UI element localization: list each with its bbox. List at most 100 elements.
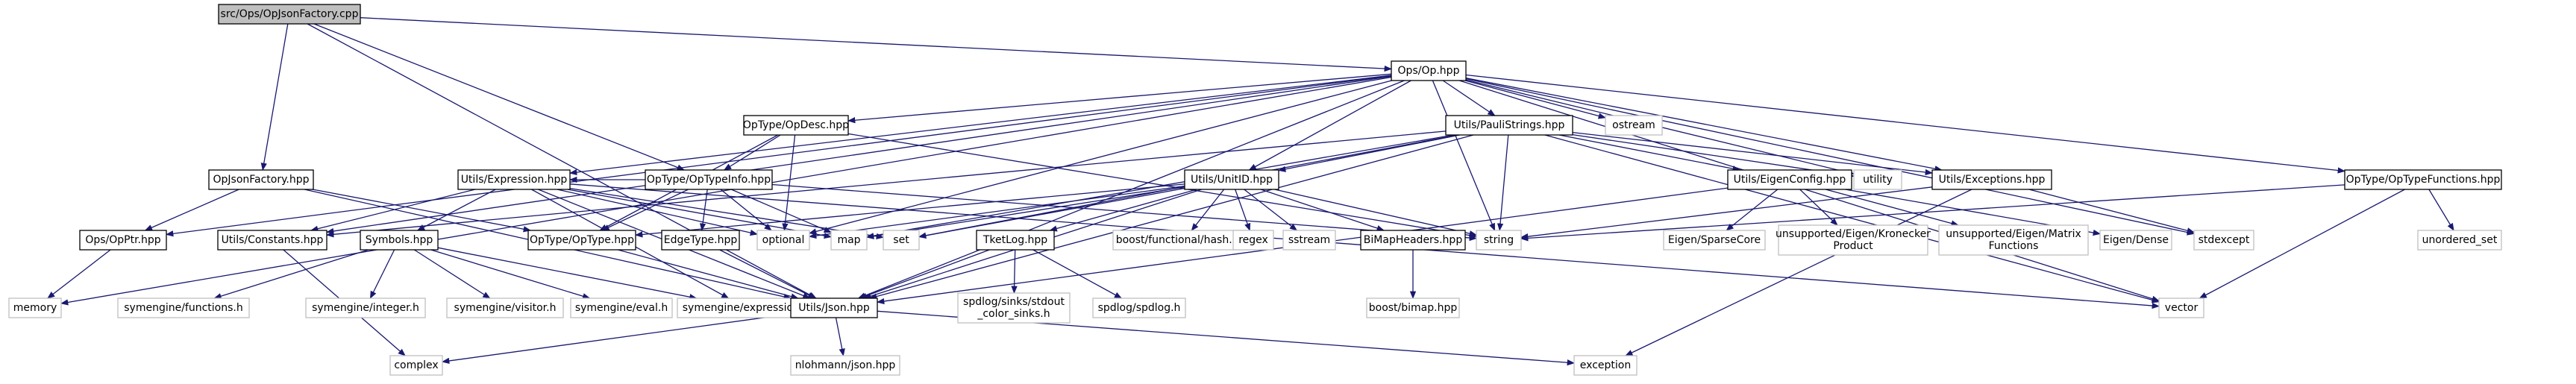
node-box: [208, 169, 314, 190]
node-utils-expression[interactable]: Utils/Expression.hpp: [457, 169, 571, 190]
node-sym-eval: symengine/eval.h: [570, 298, 673, 318]
node-label: src/Ops/OpJsonFactory.cpp: [221, 8, 359, 20]
node-label: OpType/OpTypeInfo.hpp: [647, 174, 771, 186]
node-box: [79, 230, 167, 251]
node-box: [1573, 355, 1638, 376]
node-label: Functions: [1989, 240, 2039, 252]
node-utils-constants[interactable]: Utils/Constants.hpp: [217, 230, 328, 251]
node-label: Eigen/Dense: [2103, 234, 2169, 246]
edge-ops_op-to-utils_exceptions: [1465, 78, 1943, 172]
node-box: [1938, 224, 2089, 256]
edge-utils_paulistrings-to-utils_unitid: [1277, 134, 1460, 172]
node-label: vector: [2165, 302, 2199, 314]
node-box: [527, 230, 636, 251]
edge-utils_unitid-to-map: [865, 186, 1185, 239]
node-symbols[interactable]: Symbols.hpp: [360, 230, 439, 251]
node-utils-exceptions[interactable]: Utils/Exceptions.hpp: [1931, 169, 2052, 190]
node-optype-opdesc[interactable]: OpType/OpDesc.hpp: [743, 115, 849, 136]
node-box: [957, 292, 1071, 324]
node-edgetype[interactable]: EdgeType.hpp: [661, 230, 740, 251]
node-label: set: [893, 234, 909, 246]
edge-utils_eigenconfig-to-eigen_sparsecore: [1726, 189, 1779, 231]
edge-ops_op-to-utils_expression: [568, 75, 1392, 176]
node-label: Utils/EigenConfig.hpp: [1734, 174, 1846, 186]
node-ops-op[interactable]: Ops/Op.hpp: [1391, 60, 1467, 81]
node-box: [360, 230, 439, 251]
node-label: Utils/UnitID.hpp: [1191, 174, 1273, 186]
edge-utils_eigenconfig-to-eigen_matrixfunctions: [1825, 189, 1959, 227]
edge-optype_opdesc-to-optype_optypeinfo: [723, 134, 781, 171]
node-box: [117, 298, 250, 318]
node-utils-paulistrings[interactable]: Utils/PauliStrings.hpp: [1445, 115, 1573, 136]
node-root[interactable]: src/Ops/OpJsonFactory.cpp: [218, 4, 361, 25]
node-box: [976, 230, 1055, 251]
edge-utils_exceptions-to-exception: [1625, 189, 1972, 356]
edge-root-to-opjsonfactory_hpp: [260, 23, 289, 171]
edge-utils_unitid-to-boost_hash: [1191, 189, 1225, 231]
node-optype-optype[interactable]: OpType/OpType.hpp: [527, 230, 636, 251]
node-label: unsupported/Eigen/Matrix: [1946, 228, 2081, 240]
node-label: BiMapHeaders.hpp: [1364, 234, 1463, 246]
edge-utils_eigenconfig-to-eigen_kronecker: [1799, 189, 1838, 226]
node-box: [645, 169, 773, 190]
node-sstream: sstream: [1282, 230, 1336, 251]
node-bimapheaders[interactable]: BiMapHeaders.hpp: [1360, 230, 1466, 251]
node-box: [830, 230, 868, 251]
edge-utils_json-to-nlohmann_json: [835, 317, 845, 357]
node-box: [2344, 169, 2502, 190]
node-label: optional: [762, 234, 805, 246]
edge-utils_paulistrings-to-utils_json: [868, 134, 1474, 300]
node-optype-optypefunctions[interactable]: OpType/OpTypeFunctions.hpp: [2344, 169, 2502, 190]
node-label: OpType/OpType.hpp: [530, 234, 634, 246]
node-string: string: [1476, 230, 1522, 251]
node-utils-json[interactable]: Utils/Json.hpp: [790, 298, 878, 318]
edge-utils_unitid-to-regex: [1235, 189, 1251, 231]
node-label: string: [1484, 234, 1514, 246]
edge-optype_optypeinfo-to-map: [730, 189, 832, 233]
node-label: OpType/OpTypeFunctions.hpp: [2346, 174, 2501, 186]
node-opjsonfactory-hpp[interactable]: OpJsonFactory.hpp: [208, 169, 314, 190]
node-box: [883, 230, 920, 251]
node-memory: memory: [8, 298, 62, 318]
node-box: [1853, 169, 1902, 190]
edge-opjsonfactory_hpp-to-ops_opptr: [144, 189, 239, 231]
edge-utils_paulistrings-to-string: [1497, 134, 1509, 232]
edge-root-to-ops_op: [360, 17, 1393, 72]
edge-utils_paulistrings-to-vector: [1544, 134, 2160, 303]
node-optional: optional: [756, 230, 810, 251]
node-optype-optypeinfo[interactable]: OpType/OpTypeInfo.hpp: [645, 169, 773, 190]
node-box: [1931, 169, 2052, 190]
node-utils-unitid[interactable]: Utils/UnitID.hpp: [1184, 169, 1279, 190]
node-box: [457, 169, 571, 190]
node-label: spdlog/spdlog.h: [1098, 302, 1181, 314]
edge-ops_op-to-optype_optypefunctions: [1465, 74, 2346, 174]
node-box: [661, 230, 740, 251]
edge-ops_op-to-ostream: [1464, 80, 1607, 119]
node-label: Ops/Op.hpp: [1398, 65, 1460, 77]
node-label: complex: [394, 359, 438, 371]
edge-utils_unitid-to-string: [1274, 189, 1478, 237]
edge-utils_paulistrings-to-utils_exceptions: [1572, 131, 1934, 176]
node-ops-opptr[interactable]: Ops/OpPtr.hpp: [79, 230, 167, 251]
node-box: [756, 230, 810, 251]
node-label: symengine/expression.h: [683, 302, 810, 314]
edge-ops_op-to-ops_opptr: [165, 75, 1392, 237]
edge-optype_optypeinfo-to-string: [771, 183, 1478, 242]
edge-edgetype-to-utils_json: [719, 249, 816, 299]
node-box: [1092, 298, 1186, 318]
node-label: Utils/PauliStrings.hpp: [1454, 119, 1565, 131]
node-vector: vector: [2158, 298, 2204, 318]
node-stdexcept: stdexcept: [2193, 230, 2254, 251]
node-box: [1605, 115, 1663, 136]
node-tketlog[interactable]: TketLog.hpp: [976, 230, 1055, 251]
header-nodes: src/Ops/OpJsonFactory.cppOps/Op.hppOpJso…: [8, 4, 2502, 376]
node-label: Utils/Expression.hpp: [461, 174, 568, 186]
node-label: _color_sinks.h: [977, 308, 1050, 320]
node-box: [389, 355, 443, 376]
edge-optype_optypeinfo-to-edgetype: [699, 189, 708, 232]
node-utils-eigenconfig[interactable]: Utils/EigenConfig.hpp: [1727, 169, 1852, 190]
edge-utils_expression-to-symbols: [416, 189, 496, 231]
